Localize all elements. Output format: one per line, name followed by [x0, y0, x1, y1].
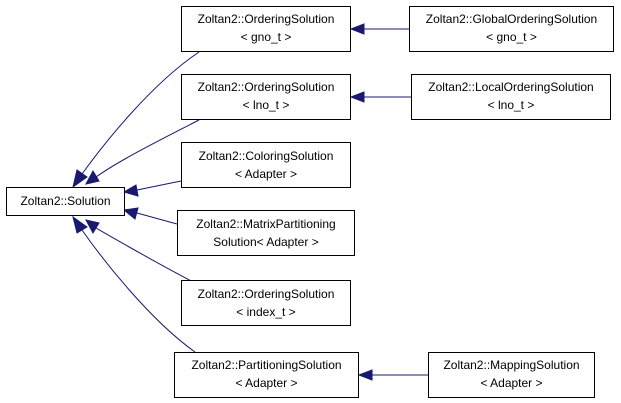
node-label-line-1: Zoltan2::MatrixPartitioning — [196, 217, 335, 231]
arrow-head — [357, 369, 373, 381]
arrow-head — [72, 169, 88, 189]
arrow-head — [122, 207, 139, 220]
arrow-head — [349, 23, 365, 35]
node-label-line-1: Zoltan2::OrderingSolution — [198, 80, 335, 94]
node-box — [411, 74, 611, 120]
node-solution[interactable]: Zoltan2::Solution — [6, 187, 125, 216]
node-label: Zoltan2::Solution — [20, 194, 110, 208]
edge-line — [95, 119, 200, 178]
node-global-ordering-solution[interactable]: Zoltan2::GlobalOrderingSolution < gno_t … — [409, 6, 614, 52]
edge-ordering-index-to-solution — [85, 219, 200, 286]
edge-line — [95, 227, 200, 286]
node-label-line-1: Zoltan2::LocalOrderingSolution — [428, 80, 593, 94]
edge-line — [136, 212, 178, 225]
edge-partitioning-to-solution — [72, 215, 196, 353]
node-label-line-1: Zoltan2::MappingSolution — [443, 358, 579, 372]
node-label-line-2: < Adapter > — [480, 376, 542, 390]
node-label-line-2: < Adapter > — [235, 376, 297, 390]
edges — [72, 23, 428, 381]
node-box — [428, 352, 595, 398]
node-box — [181, 6, 351, 52]
edge-global-ordering-to-ordering-gno — [349, 23, 409, 35]
node-label-line-2: < gno_t > — [241, 30, 292, 44]
arrow-head — [85, 219, 100, 235]
node-label-line-2: < lno_t > — [488, 98, 535, 112]
edge-line — [81, 51, 200, 175]
edge-ordering-lno-to-solution — [85, 119, 200, 185]
node-box — [181, 280, 351, 326]
node-label-line-1: Zoltan2::OrderingSolution — [198, 12, 335, 26]
node-matrix-partitioning-solution[interactable]: Zoltan2::MatrixPartitioning Solution< Ad… — [177, 210, 355, 256]
node-box — [181, 142, 351, 188]
node-box — [181, 74, 351, 120]
node-ordering-solution-lno[interactable]: Zoltan2::OrderingSolution < lno_t > — [181, 74, 351, 120]
arrow-head — [72, 215, 88, 234]
node-label-line-2: < Adapter > — [235, 167, 297, 181]
node-label-line-2: < gno_t > — [486, 30, 537, 44]
arrow-head — [85, 169, 100, 185]
nodes: Zoltan2::Solution Zoltan2::OrderingSolut… — [6, 6, 614, 398]
node-box — [409, 6, 614, 52]
node-coloring-solution[interactable]: Zoltan2::ColoringSolution < Adapter > — [181, 142, 351, 188]
arrow-head — [122, 184, 139, 197]
node-label-line-2: Solution< Adapter > — [213, 235, 318, 249]
node-label-line-1: Zoltan2::PartitioningSolution — [191, 358, 341, 372]
edge-line — [136, 180, 182, 191]
edge-matrix-partitioning-to-solution — [122, 207, 178, 225]
edge-line — [81, 229, 196, 353]
node-label-line-2: < lno_t > — [243, 98, 290, 112]
edge-coloring-to-solution — [122, 180, 182, 197]
node-ordering-solution-gno[interactable]: Zoltan2::OrderingSolution < gno_t > — [181, 6, 351, 52]
node-label-line-1: Zoltan2::GlobalOrderingSolution — [426, 12, 597, 26]
node-label-line-1: Zoltan2::OrderingSolution — [198, 287, 335, 301]
node-box — [174, 352, 359, 398]
node-box — [6, 187, 125, 216]
arrow-head — [349, 91, 365, 103]
node-local-ordering-solution[interactable]: Zoltan2::LocalOrderingSolution < lno_t > — [411, 74, 611, 120]
edge-mapping-to-partitioning — [357, 369, 428, 381]
edge-local-ordering-to-ordering-lno — [349, 91, 411, 103]
node-label-line-1: Zoltan2::ColoringSolution — [199, 149, 334, 163]
node-ordering-solution-index[interactable]: Zoltan2::OrderingSolution < index_t > — [181, 280, 351, 326]
edge-ordering-gno-to-solution — [72, 51, 200, 189]
node-label-line-2: < index_t > — [236, 305, 295, 319]
node-partitioning-solution[interactable]: Zoltan2::PartitioningSolution < Adapter … — [174, 352, 359, 398]
node-mapping-solution[interactable]: Zoltan2::MappingSolution < Adapter > — [428, 352, 595, 398]
node-box — [177, 210, 355, 256]
